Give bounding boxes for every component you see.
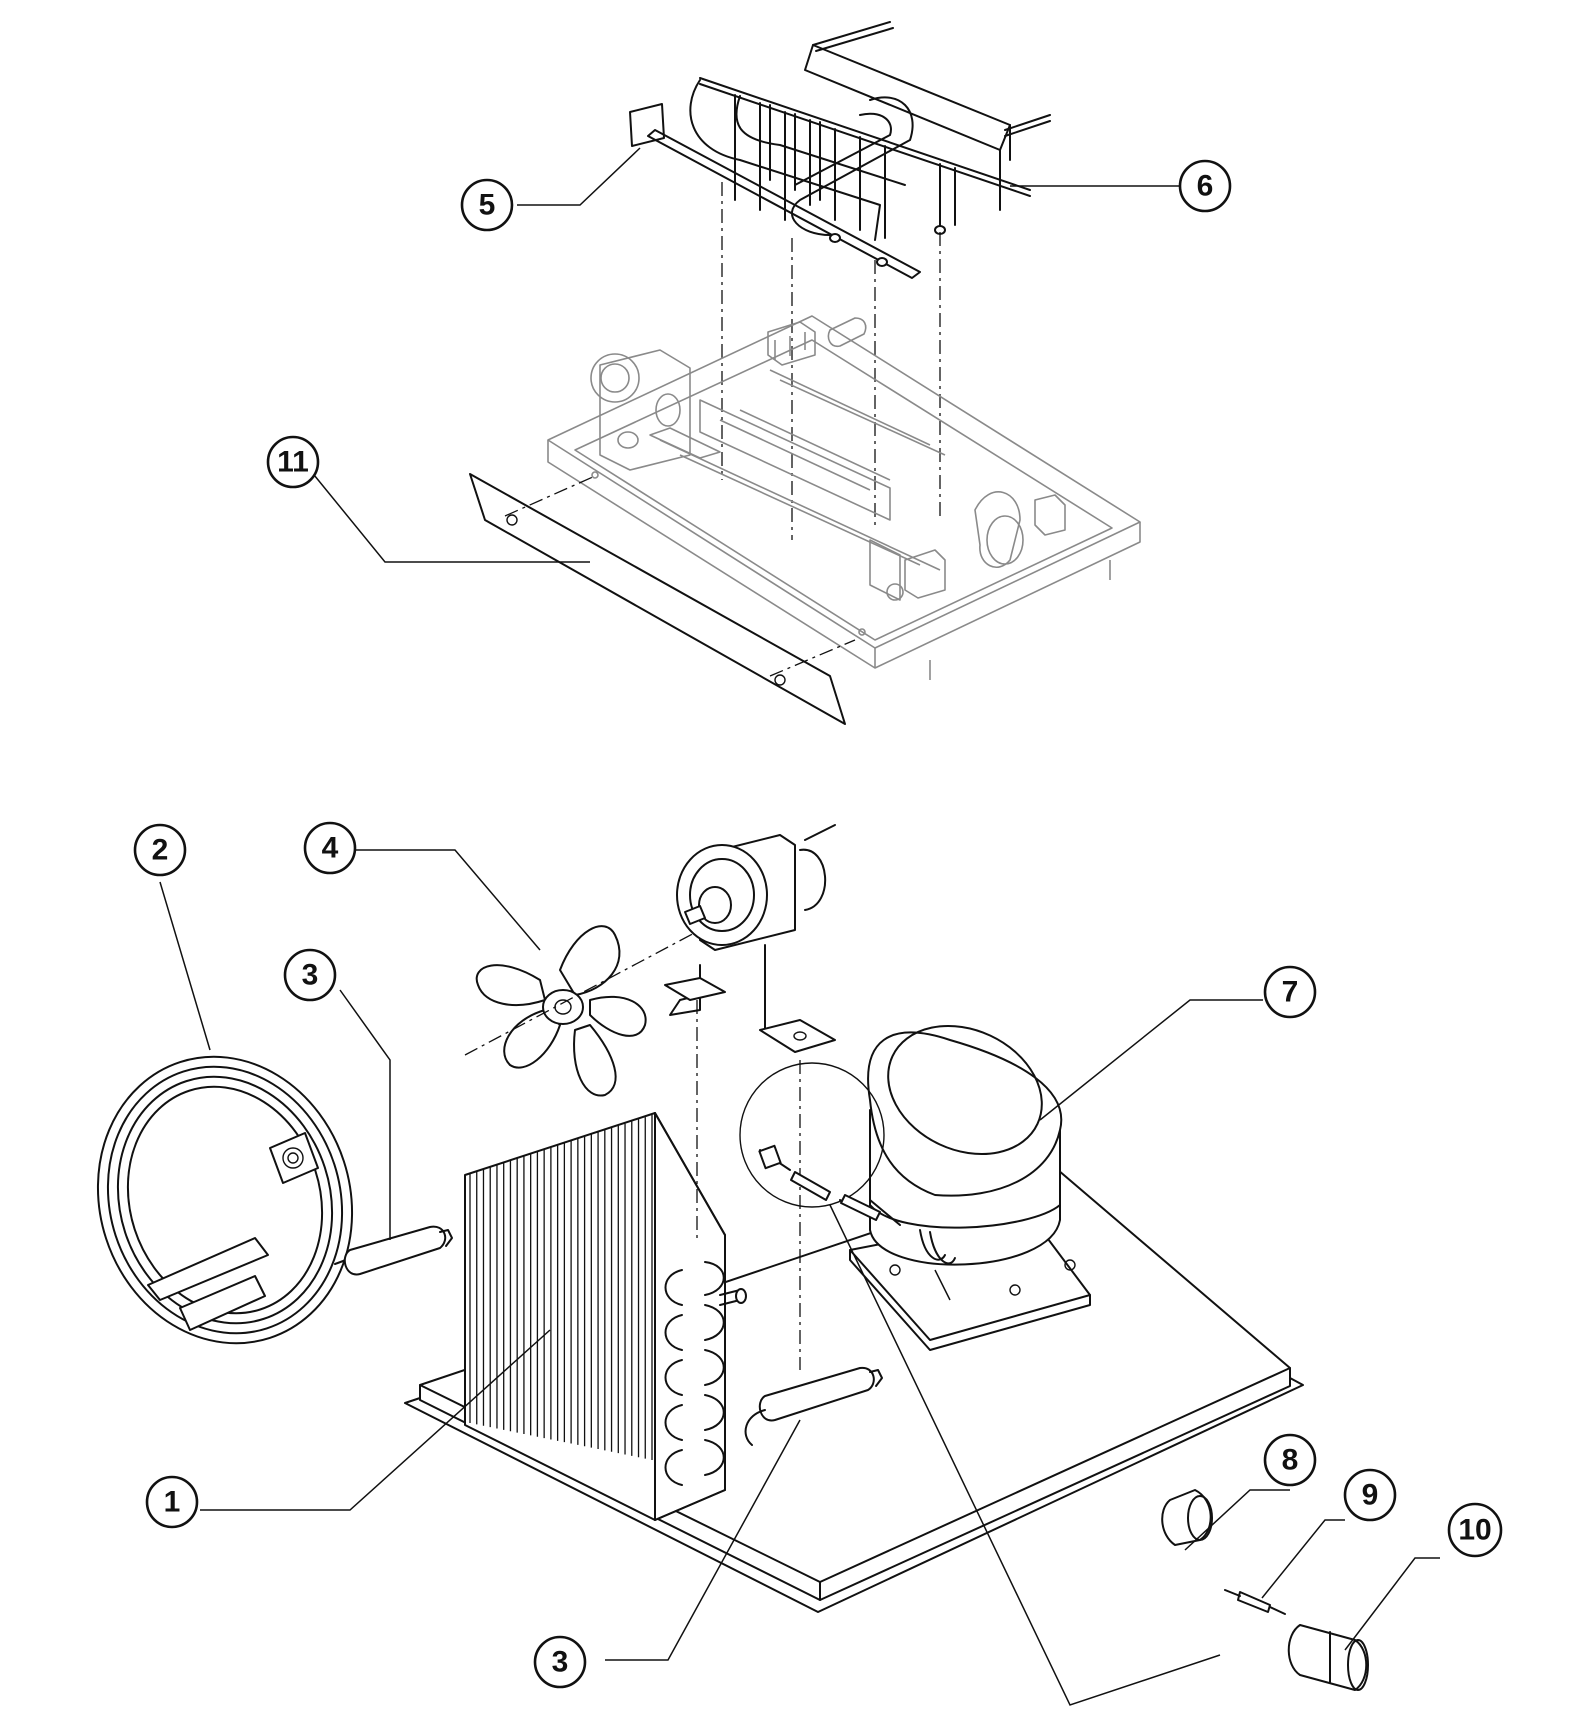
valve-core <box>1224 1589 1286 1615</box>
callout-5-label: 5 <box>479 189 496 222</box>
projection-lines-top <box>721 182 941 540</box>
callout-5: 5 <box>460 178 514 232</box>
evaporator-grid-assembly <box>629 21 1051 279</box>
filter-drier-lower <box>744 1366 883 1446</box>
capillary-tube-coil <box>96 1055 401 1345</box>
callout-7: 7 <box>1263 965 1317 1019</box>
callout-7-label: 7 <box>1282 976 1299 1009</box>
callout-3-lower-label: 3 <box>552 1646 569 1679</box>
callout-4: 4 <box>303 821 357 875</box>
callout-8: 8 <box>1263 1433 1317 1487</box>
callout-9-label: 9 <box>1362 1479 1379 1512</box>
callout-3-upper-label: 3 <box>302 959 319 992</box>
callout-10: 10 <box>1447 1502 1503 1558</box>
callout-1-label: 1 <box>164 1486 181 1519</box>
condenser-fins <box>469 1115 653 1460</box>
compressor <box>849 1024 1091 1351</box>
callout-3-upper: 3 <box>283 948 337 1002</box>
condenser <box>464 1112 747 1521</box>
callout-11-label: 11 <box>277 446 309 479</box>
callout-4-label: 4 <box>322 832 339 865</box>
callout-11: 11 <box>266 435 320 489</box>
service-cap <box>1161 1489 1213 1546</box>
callout-3-lower: 3 <box>533 1635 587 1689</box>
callout-10-label: 10 <box>1458 1514 1491 1547</box>
callout-6: 6 <box>1178 159 1232 213</box>
callouts: 5 6 11 2 4 3 7 1 <box>133 159 1503 1689</box>
fan-motor <box>664 824 836 1370</box>
callout-6-label: 6 <box>1197 170 1214 203</box>
fan-blade <box>464 925 701 1097</box>
callout-2-label: 2 <box>152 834 169 867</box>
service-port-detail <box>739 1062 1221 1706</box>
callout-1: 1 <box>145 1475 199 1529</box>
front-panel <box>469 473 856 725</box>
access-valve-body <box>1287 1624 1369 1691</box>
callout-2: 2 <box>133 823 187 877</box>
filter-drier-upper <box>343 1225 453 1276</box>
callout-8-label: 8 <box>1282 1444 1299 1477</box>
ice-maker-tray <box>547 315 1141 680</box>
leader-lines <box>159 147 1440 1661</box>
callout-9: 9 <box>1343 1468 1397 1522</box>
